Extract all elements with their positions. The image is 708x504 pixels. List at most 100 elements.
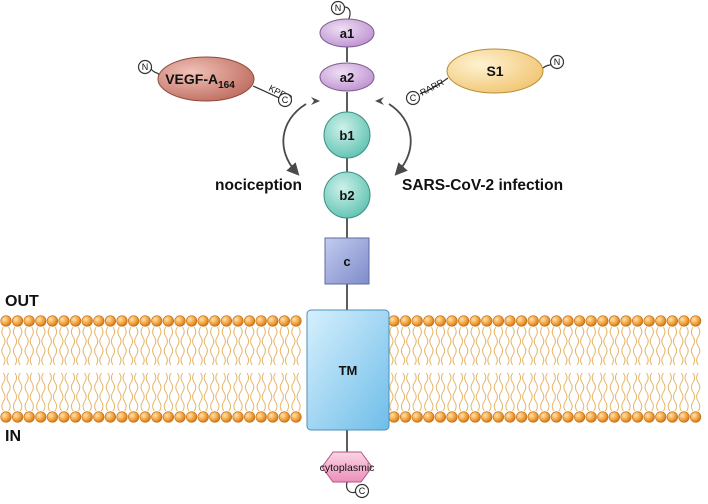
- lipid-head: [23, 315, 35, 327]
- lipid-tail: [429, 326, 434, 366]
- vegf-binding-arrow: [282, 97, 320, 176]
- lipid-tail: [291, 372, 296, 412]
- lipid-head: [608, 411, 621, 423]
- lipid-tail: [215, 326, 220, 366]
- lipid-tail: [1, 326, 6, 366]
- lipid-head: [174, 315, 186, 327]
- lipid-head: [655, 315, 667, 327]
- lipid-tail: [175, 372, 180, 412]
- lipid-tail: [244, 326, 250, 366]
- lipid-tail: [99, 326, 104, 366]
- lipid-tail: [291, 326, 296, 366]
- domain-b1: b1: [323, 111, 371, 159]
- lipid-tail: [690, 372, 696, 412]
- lipid-head: [423, 411, 435, 423]
- lipid-tail: [273, 372, 278, 412]
- lipid-tail: [487, 326, 492, 366]
- lipid-tail: [87, 372, 92, 412]
- lipid-tail: [250, 372, 255, 412]
- lipid-tail: [122, 326, 127, 366]
- lipid-head: [504, 411, 516, 423]
- lipid-tail: [656, 372, 661, 412]
- lipid-head: [631, 315, 644, 327]
- lipid-head: [550, 315, 563, 327]
- lipid-head: [597, 315, 609, 327]
- domain-c: c: [324, 237, 370, 285]
- lipid-head: [139, 411, 151, 423]
- lipid-head: [400, 411, 412, 423]
- lipid-head: [244, 315, 256, 327]
- lipid-tail: [117, 326, 122, 366]
- lipid-tail: [540, 326, 545, 366]
- lipid-tail: [482, 326, 487, 366]
- lipid-head: [411, 315, 423, 327]
- lipid-tail: [64, 326, 69, 366]
- lipid-tail: [203, 326, 208, 366]
- lipid-head: [573, 315, 586, 327]
- lipid-head: [278, 411, 291, 423]
- lipid-tail: [447, 326, 452, 366]
- lipid-tail: [545, 372, 550, 412]
- lipid-tail: [273, 326, 278, 366]
- lipid-tail: [41, 372, 46, 412]
- lipid-head: [255, 411, 267, 423]
- lipid-tail: [36, 326, 41, 366]
- lipid-tail: [621, 326, 626, 366]
- lipid-tail: [475, 326, 480, 366]
- lipid-head: [504, 315, 516, 327]
- lipid-head: [12, 411, 24, 423]
- lipid-tail: [12, 372, 18, 412]
- s1-c-label: C: [410, 93, 417, 103]
- lipid-head: [139, 315, 151, 327]
- lipid-head: [0, 315, 12, 327]
- lipid-head: [666, 411, 679, 423]
- lipid-head: [585, 315, 597, 327]
- lipid-tail: [661, 372, 666, 412]
- lipid-head: [423, 315, 435, 327]
- lipid-tail: [417, 326, 422, 366]
- lipid-tail: [163, 372, 168, 412]
- lipid-tail: [70, 326, 76, 366]
- lipid-tail: [563, 326, 568, 366]
- domain-b1-label: b1: [339, 128, 354, 143]
- lipid-tail: [406, 326, 411, 366]
- lipid-head: [116, 315, 128, 327]
- lipid-tail: [400, 372, 406, 412]
- lipid-tail: [440, 372, 446, 412]
- lipid-tail: [435, 326, 440, 366]
- lipid-tail: [389, 326, 394, 366]
- lipid-head: [81, 315, 93, 327]
- lipid-tail: [470, 326, 475, 366]
- lipid-tail: [464, 372, 469, 412]
- lipid-head: [573, 411, 586, 423]
- lipid-head: [186, 315, 198, 327]
- lipid-tail: [394, 372, 399, 412]
- lipid-head: [128, 315, 140, 327]
- lipid-tail: [394, 326, 399, 366]
- lipid-head: [174, 411, 186, 423]
- lipid-tail: [6, 326, 11, 366]
- lipid-tail: [6, 372, 11, 412]
- lipid-head: [46, 315, 59, 327]
- lipid-tail: [122, 372, 127, 412]
- lipid-tail: [221, 326, 226, 366]
- lipid-tail: [598, 372, 603, 412]
- lipid-tail: [128, 326, 134, 366]
- lipid-tail: [603, 326, 608, 366]
- lipid-tail: [603, 372, 608, 412]
- lipid-tail: [152, 326, 157, 366]
- lipid-tail: [29, 326, 34, 366]
- lipid-head: [481, 315, 493, 327]
- lipid-tail: [134, 372, 139, 412]
- lipid-tail: [551, 326, 556, 366]
- lipid-head: [434, 411, 447, 423]
- lipid-tail: [679, 326, 684, 366]
- lipid-tail: [87, 326, 92, 366]
- lipid-head: [492, 411, 505, 423]
- lipid-head: [597, 411, 609, 423]
- lipid-tail: [679, 372, 684, 412]
- lipid-head: [116, 411, 128, 423]
- vegf-a164-ligand: N VEGF-A164 KPRR C: [137, 56, 294, 108]
- receptor-n-terminus: N: [330, 0, 351, 23]
- lipid-head: [539, 315, 551, 327]
